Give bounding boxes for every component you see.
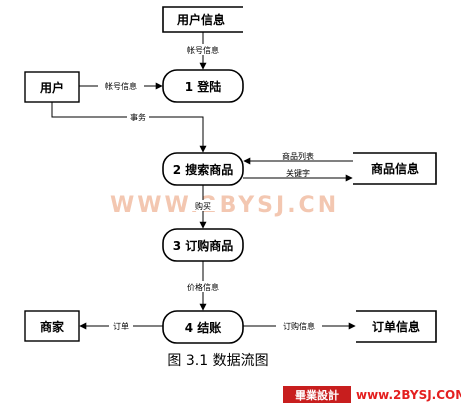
flow-order-to-checkout: 价格信息: [180, 261, 226, 311]
flow-search-to-order: 购买: [190, 185, 216, 229]
flow-label-checkout-to-store: 订购信息: [283, 321, 315, 331]
flow-label-search-to-order: 购买: [195, 201, 211, 211]
flow-store-to-login: 帐号信息: [180, 32, 226, 70]
login-process: 1 登陆: [162, 69, 244, 103]
flow-label-user-to-search: 事务: [130, 112, 146, 122]
merchant-entity-label: 商家: [40, 319, 65, 334]
checkout-process-label: 4 结账: [185, 320, 222, 335]
flow-label-search-to-goods: 关键字: [286, 168, 310, 178]
checkout-process: 4 结账: [162, 310, 244, 344]
watermark-text: WWW.2BYSJ.CN: [110, 193, 339, 218]
user-info-store-label: 用户信息: [176, 12, 225, 27]
order-goods-process-label: 3 订购商品: [173, 238, 234, 253]
footer-logo: 畢業設計 www.2BYSJ.COM: [283, 386, 461, 403]
flow-search-to-goods: 关键字: [243, 168, 353, 182]
flow-label-goods-to-search: 商品列表: [282, 151, 314, 161]
flow-user-to-search: 事务: [51, 102, 207, 153]
user-entity: 用户: [24, 71, 80, 103]
user-entity-label: 用户: [39, 80, 64, 95]
login-process-label: 1 登陆: [185, 79, 222, 94]
figure-caption: 图 3.1 数据流图: [167, 353, 268, 369]
order-info-store: 订单信息: [356, 310, 437, 343]
footer-brand-text: 畢業設計: [295, 388, 339, 402]
footer-url-text: www.2BYSJ.COM: [356, 388, 461, 402]
flow-checkout-to-store: 订购信息: [243, 320, 356, 331]
order-goods-process: 3 订购商品: [162, 228, 244, 262]
user-info-store: 用户信息: [162, 6, 243, 33]
flow-label-user-to-login: 帐号信息: [105, 81, 137, 91]
search-process: 2 搜索商品: [162, 152, 244, 186]
order-info-store-label: 订单信息: [372, 319, 420, 334]
flow-goods-to-search: 商品列表: [243, 151, 353, 165]
goods-info-store: 商品信息: [353, 152, 437, 185]
search-process-label: 2 搜索商品: [173, 162, 234, 177]
flow-label-order-to-checkout: 价格信息: [187, 282, 219, 292]
merchant-entity: 商家: [24, 310, 80, 342]
flow-user-to-login: 帐号信息: [79, 80, 163, 91]
flow-label-store-to-login: 帐号信息: [187, 45, 219, 55]
goods-info-store-label: 商品信息: [371, 161, 419, 176]
flow-label-checkout-to-merchant: 订单: [113, 321, 129, 331]
flow-checkout-to-merchant: 订单: [79, 320, 163, 331]
